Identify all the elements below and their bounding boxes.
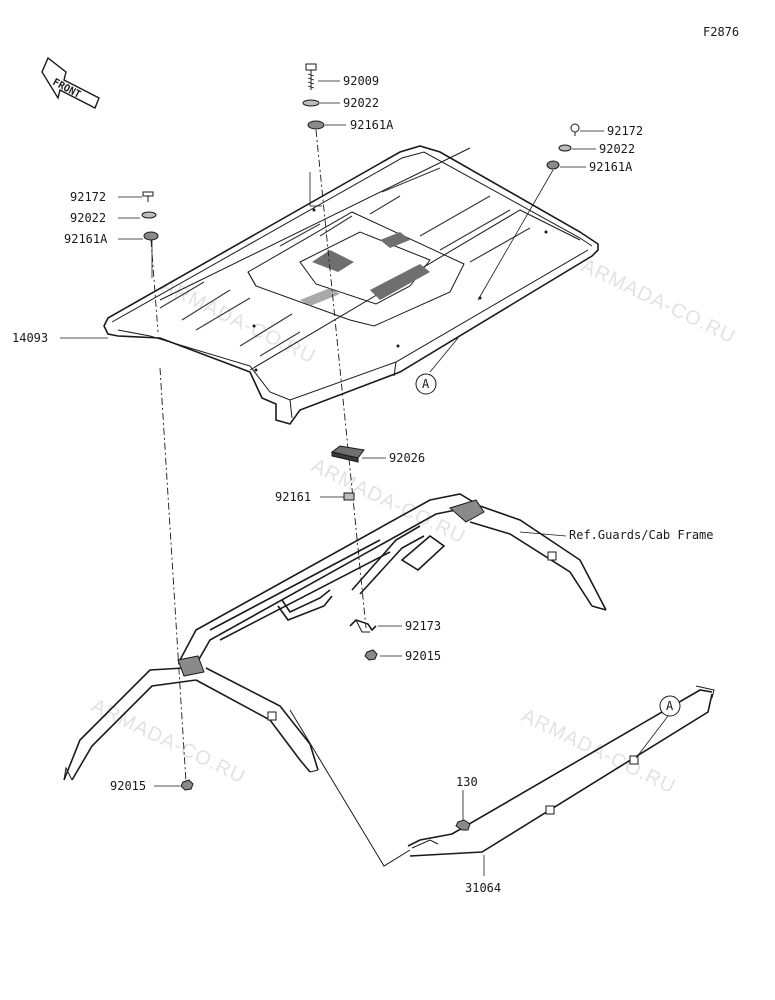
label-92026: 92026 xyxy=(389,451,425,465)
grommet-icon xyxy=(307,120,325,130)
label-92161a-left: 92161A xyxy=(64,232,108,246)
label-92009: 92009 xyxy=(343,74,379,88)
label-92173: 92173 xyxy=(405,619,441,633)
ref-label: Ref.Guards/Cab Frame xyxy=(569,528,714,542)
washer-icon xyxy=(302,99,320,107)
leader-ref xyxy=(519,531,567,537)
bracket-31064: 31064 xyxy=(289,685,715,895)
label-92161a-right: 92161A xyxy=(589,160,633,174)
cab-frame xyxy=(63,493,607,781)
spacer-92161: 92161 xyxy=(275,490,355,504)
pad-92026: 92026 xyxy=(330,445,425,465)
callout-a-label: A xyxy=(422,377,430,391)
label-14093: 14093 xyxy=(12,331,48,345)
hardware-left: 92172 92022 92161A xyxy=(64,190,187,783)
grommet-icon xyxy=(546,160,560,170)
label-92161: 92161 xyxy=(275,490,311,504)
nut-92015-left: 92015 xyxy=(110,779,194,793)
figure-code: F2876 xyxy=(703,25,739,39)
label-92022-left: 92022 xyxy=(70,211,106,225)
screw-icon xyxy=(142,191,154,202)
watermark-5: ARMADA-CO.RU xyxy=(518,705,679,799)
label-92015-center: 92015 xyxy=(405,649,441,663)
callout-a-label-2: A xyxy=(666,699,674,713)
hardware-top: 92009 92022 92161A xyxy=(302,63,394,629)
screw-icon xyxy=(570,123,580,136)
callout-a-roof: A xyxy=(415,337,459,395)
watermark-2: ARMADA-CO.RU xyxy=(578,255,739,349)
hardware-right: 92172 92022 92161A xyxy=(477,123,643,301)
roof-panel xyxy=(103,145,599,425)
label-92161a-top: 92161A xyxy=(350,118,394,132)
washer-icon xyxy=(558,144,572,152)
front-arrow-icon: FRONT xyxy=(41,56,100,109)
label-92172-right: 92172 xyxy=(607,124,643,138)
label-92022-right: 92022 xyxy=(599,142,635,156)
bolt-130: 130 xyxy=(455,775,478,831)
watermark-3: ARMADA-CO.RU xyxy=(308,455,469,549)
grommet-icon xyxy=(143,231,159,241)
bolt-icon xyxy=(305,63,317,90)
washer-icon xyxy=(141,211,157,219)
clamp-92173: 92173 xyxy=(349,619,441,633)
nut-92015-center: 92015 xyxy=(364,649,441,663)
callout-a-bracket: A xyxy=(635,695,681,759)
label-92172-left: 92172 xyxy=(70,190,106,204)
label-130: 130 xyxy=(456,775,478,789)
label-31064: 31064 xyxy=(465,881,501,895)
label-92015-left: 92015 xyxy=(110,779,146,793)
label-92022-top: 92022 xyxy=(343,96,379,110)
